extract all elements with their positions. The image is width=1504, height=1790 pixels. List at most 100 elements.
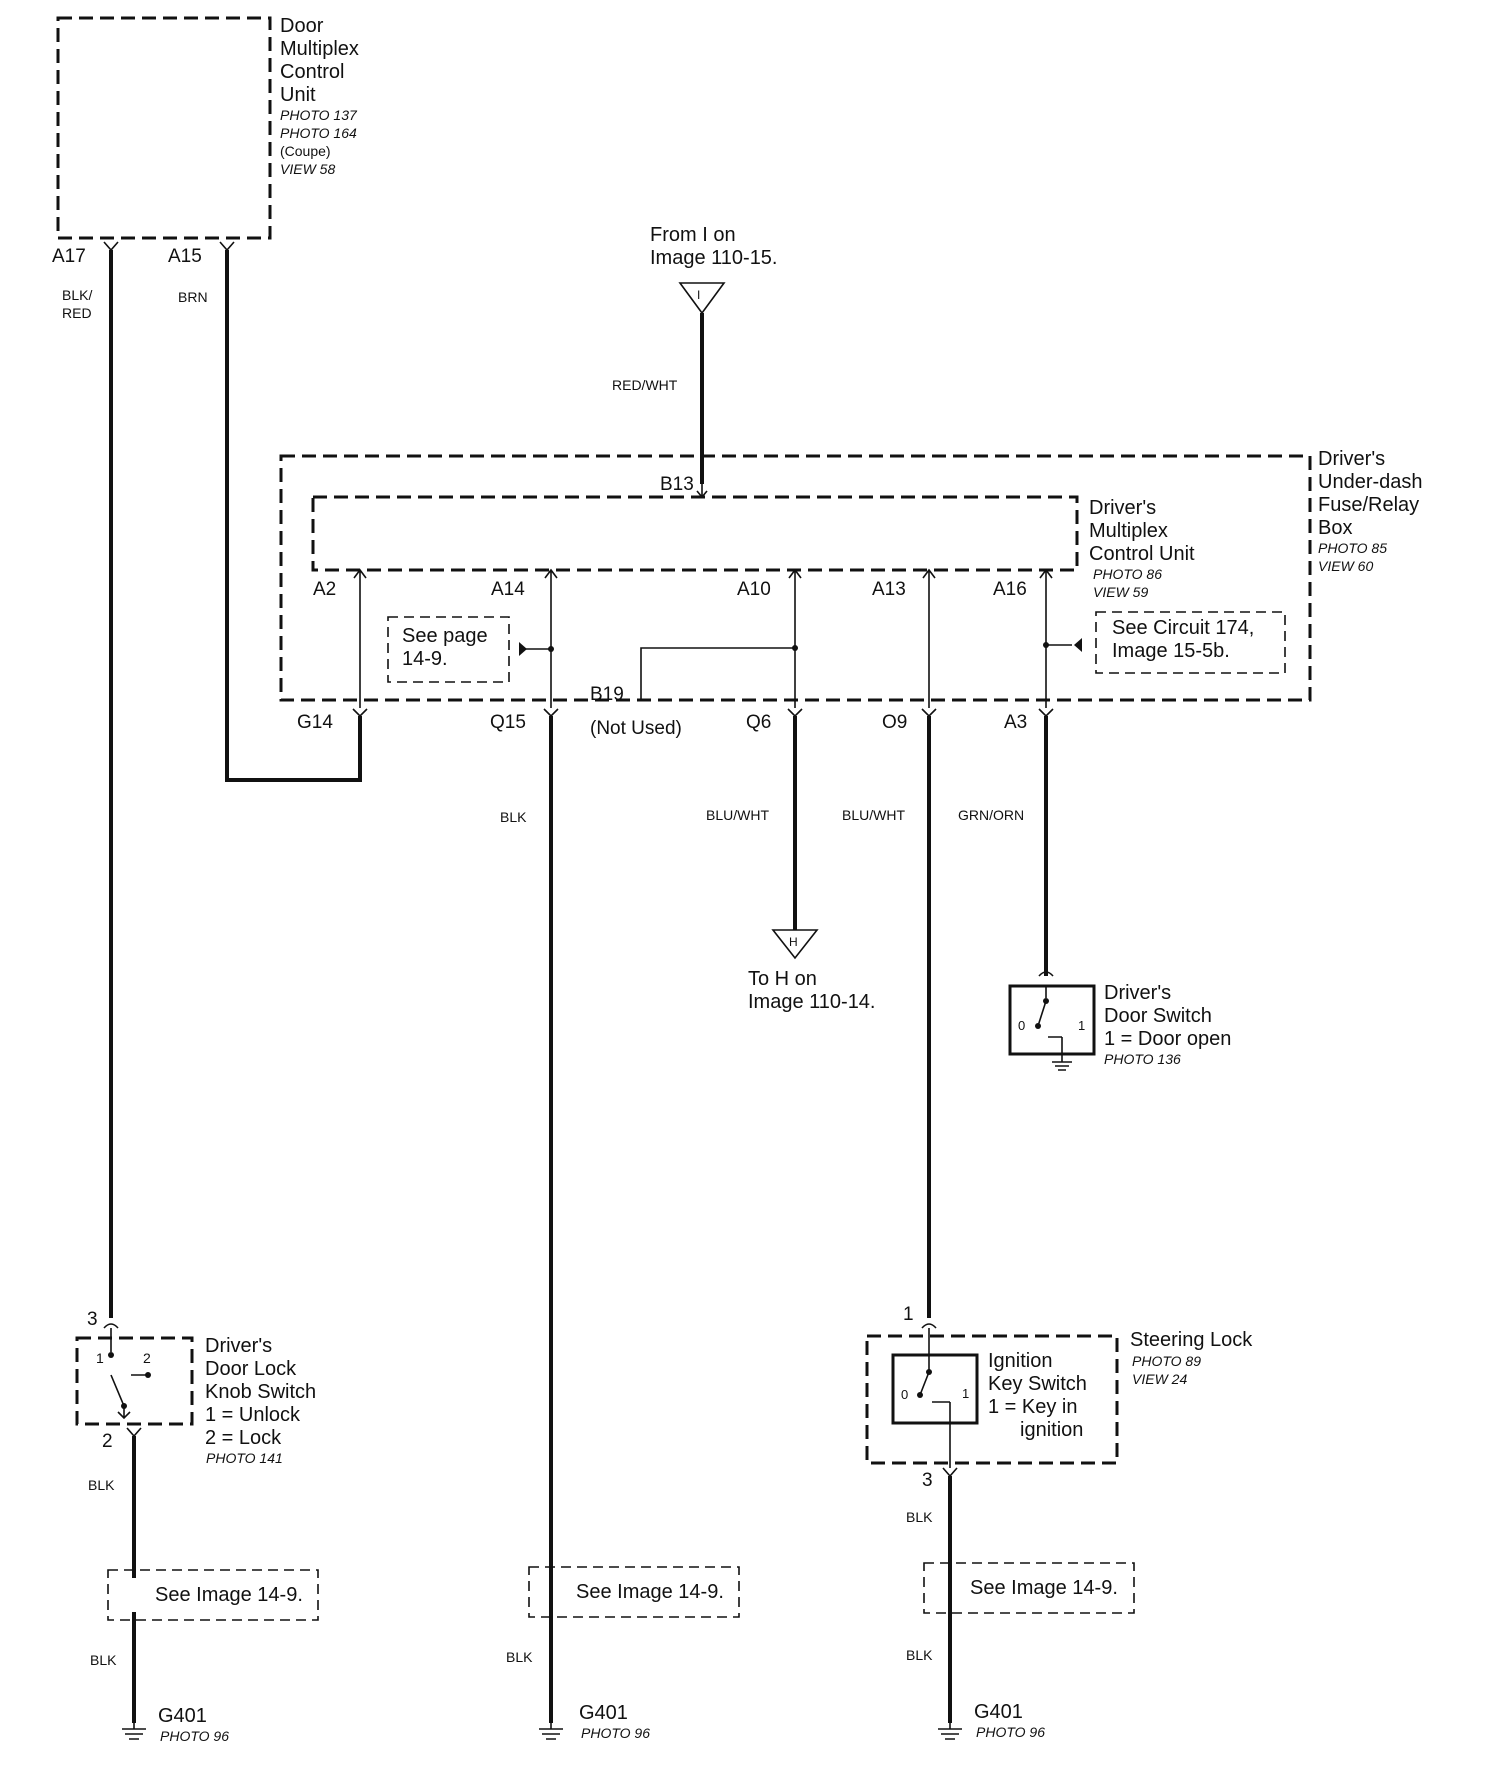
door-multiplex-control-unit: Door Multiplex Control Unit PHOTO 137 PH… <box>56 15 359 240</box>
ground-1-icon <box>122 1723 146 1740</box>
to-h-label-2: Image 110-14. <box>748 991 876 1013</box>
pin-a13: A13 <box>872 579 906 600</box>
note-see-page-1: See page <box>402 625 488 647</box>
steering-lock: 1 0 1 Ignition Key Switch 1 = Key in ign… <box>865 1304 1253 1491</box>
under-dash-label-1: Driver's <box>1318 448 1385 470</box>
from-i-triangle <box>678 282 726 315</box>
pin-a17-connector <box>103 241 119 252</box>
driver-door-switch: 0 1 Driver's Door Switch 1 = Door open P… <box>1008 971 1231 1071</box>
knob-label-2: Door Lock <box>205 1358 297 1380</box>
pin-a10: A10 <box>737 579 771 600</box>
note-see-image-3-text: See Image 14-9. <box>970 1577 1118 1599</box>
wire-label-red-wht: RED/WHT <box>612 377 678 393</box>
from-i-label-1: From I on <box>650 224 736 246</box>
note-see-circuit-1: See Circuit 174, <box>1112 617 1254 639</box>
note-see-image-1: See Image 14-9. <box>107 1569 319 1621</box>
door-switch-label-3: 1 = Door open <box>1104 1028 1231 1050</box>
note-see-page-2: 14-9. <box>402 648 448 670</box>
ground-3-photo: PHOTO 96 <box>976 1724 1045 1740</box>
to-h-letter: H <box>789 935 798 949</box>
ign-label-1: Ignition <box>988 1350 1053 1372</box>
driver-mpcu-photo: PHOTO 86 <box>1093 566 1162 582</box>
ign-pos0: 0 <box>901 1387 908 1402</box>
ignition-key-switch <box>891 1353 979 1425</box>
door-lock-knob-switch: 3 1 2 Driver's Door Lock Knob Switch 1 =… <box>75 1309 316 1466</box>
wire-label-blk-q15-g: BLK <box>506 1649 533 1665</box>
steering-lock-title: Steering Lock <box>1130 1329 1253 1351</box>
pin-a3: A3 <box>1004 712 1027 733</box>
door-mpcu-label-3: Control <box>280 61 344 83</box>
pin-a14: A14 <box>491 579 525 600</box>
ground-2: G401 PHOTO 96 <box>539 1702 650 1741</box>
knob-label-1: Driver's <box>205 1335 272 1357</box>
from-i-label-2: Image 110-15. <box>650 247 778 269</box>
note-see-image-2-text: See Image 14-9. <box>576 1581 724 1603</box>
from-i-letter: I <box>697 288 700 302</box>
pin-b19: B19 <box>590 684 624 705</box>
under-dash-label-3: Fuse/Relay <box>1318 494 1419 516</box>
pin-a2: A2 <box>313 579 336 600</box>
outer-connectors <box>352 708 1054 718</box>
pin-ign-3: 3 <box>922 1470 933 1491</box>
driver-mpcu-label-1: Driver's <box>1089 497 1156 519</box>
wire-label-blk-ign-g: BLK <box>906 1647 933 1663</box>
ign-pos1: 1 <box>962 1386 969 1401</box>
ign-label-2: Key Switch <box>988 1373 1087 1395</box>
wire-label-grn-orn: GRN/ORN <box>958 807 1024 823</box>
door-mpcu-label-4: Unit <box>280 84 316 106</box>
driver-multiplex-control-unit: Driver's Multiplex Control Unit PHOTO 86… <box>311 495 1195 600</box>
note-see-page: See page 14-9. <box>387 616 510 683</box>
pin-a17: A17 <box>52 246 86 267</box>
connector-to-h: H To H on Image 110-14. <box>748 929 876 1013</box>
pin-q15: Q15 <box>490 712 526 733</box>
wire-label-blu-wht-q6: BLU/WHT <box>706 807 769 823</box>
wire-brn <box>225 250 362 782</box>
knob-label-3: Knob Switch <box>205 1381 316 1403</box>
ground-1-photo: PHOTO 96 <box>160 1728 229 1744</box>
under-dash-fuse-relay-box: Driver's Under-dash Fuse/Relay Box PHOTO… <box>279 448 1423 702</box>
pin-ign-1: 1 <box>903 1304 914 1325</box>
wire-label-blk-ign: BLK <box>906 1509 933 1525</box>
pin-a15: A15 <box>168 246 202 267</box>
ground-3: G401 PHOTO 96 <box>938 1701 1045 1740</box>
note-see-image-2: See Image 14-9. <box>528 1566 740 1618</box>
pin-g14: G14 <box>297 712 333 733</box>
wire-label-blk-knob-g: BLK <box>90 1652 117 1668</box>
door-mpcu-view: VIEW 58 <box>280 161 335 177</box>
connector-from-i: From I on Image 110-15. I <box>650 224 778 315</box>
pin-knob-3: 3 <box>87 1309 98 1330</box>
door-mpcu-photo-1: PHOTO 137 <box>280 107 358 123</box>
pin-b13: B13 <box>660 474 694 495</box>
knob-label-4: 1 = Unlock <box>205 1404 301 1426</box>
to-h-label-1: To H on <box>748 968 817 990</box>
door-switch-label-2: Door Switch <box>1104 1005 1212 1027</box>
ign-label-4: ignition <box>1020 1419 1083 1441</box>
wire-label-brn: BRN <box>178 289 208 305</box>
ground-2-label: G401 <box>579 1702 628 1724</box>
under-dash-photo: PHOTO 85 <box>1318 540 1387 556</box>
pin-q6: Q6 <box>746 712 771 733</box>
pin-b13-connector <box>696 484 708 499</box>
driver-mpcu-label-2: Multiplex <box>1089 520 1168 542</box>
driver-mpcu-view: VIEW 59 <box>1093 584 1148 600</box>
steering-lock-view: VIEW 24 <box>1132 1371 1187 1387</box>
knob-pos1: 1 <box>96 1350 104 1366</box>
note-see-circuit: See Circuit 174, Image 15-5b. <box>1095 611 1286 674</box>
door-mpcu-label-1: Door <box>280 15 324 37</box>
note-see-circuit-2: Image 15-5b. <box>1112 640 1230 662</box>
ground-2-photo: PHOTO 96 <box>581 1725 650 1741</box>
internal-links <box>353 568 1082 708</box>
wire-label-blu-wht-o9: BLU/WHT <box>842 807 905 823</box>
door-mpcu-label-2: Multiplex <box>280 38 359 60</box>
pin-a15-connector <box>219 241 235 252</box>
knob-photo: PHOTO 141 <box>206 1450 283 1466</box>
pin-a16: A16 <box>993 579 1027 600</box>
to-h-triangle <box>771 929 819 960</box>
driver-mpcu-label-3: Control Unit <box>1089 543 1195 565</box>
ground-1-label: G401 <box>158 1705 207 1727</box>
wire-label-blk-red-1: BLK/ <box>62 287 92 303</box>
note-see-image-1-text: See Image 14-9. <box>155 1584 303 1606</box>
door-mpcu-note: (Coupe) <box>280 143 331 159</box>
pin-knob-2: 2 <box>102 1431 113 1452</box>
